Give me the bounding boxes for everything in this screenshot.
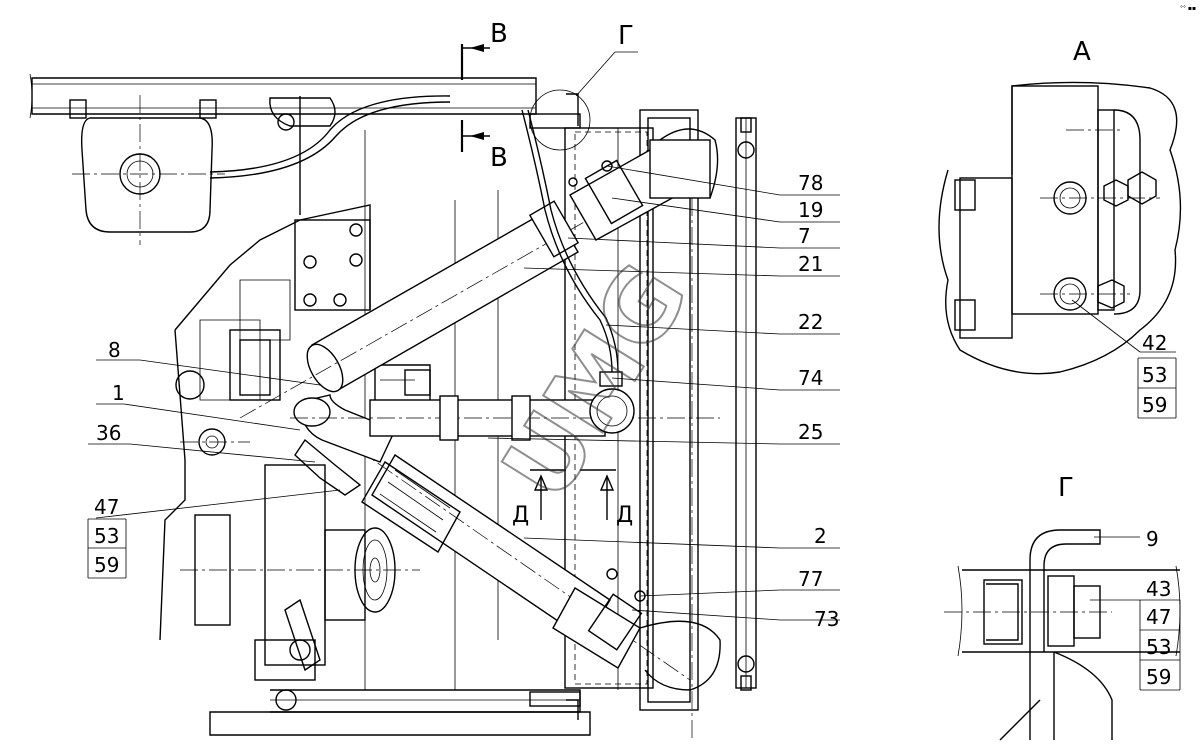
view-g: Г 9 43 47 53 59 — [944, 473, 1181, 741]
view-g-stack-47: 47 — [1146, 605, 1171, 629]
main-view: Д Д B B Г UMG — [29, 19, 840, 740]
expansion-tank — [69, 95, 451, 245]
callout-73: 73 — [814, 607, 839, 631]
section-b-cut: B B — [460, 19, 508, 173]
view-g-stack-53: 53 — [1146, 635, 1171, 659]
main-stack-47: 47 — [94, 495, 119, 519]
view-a-stack-59: 59 — [1142, 393, 1167, 417]
callout-74: 74 — [798, 366, 823, 390]
view-g-stack-43: 43 — [1146, 577, 1171, 601]
view-a: А 42 53 59 — [938, 37, 1182, 419]
section-label-b-top: B — [490, 19, 508, 49]
callout-7: 7 — [798, 224, 811, 248]
main-stack-59: 59 — [94, 553, 119, 577]
view-a-stack-42: 42 — [1142, 331, 1167, 355]
upper-hose-21 — [239, 128, 719, 419]
section-label-b-bottom: B — [490, 143, 508, 173]
callout-8: 8 — [108, 338, 121, 362]
callout-19: 19 — [798, 198, 823, 222]
corner-marks: °° ▪▪ — [1180, 5, 1196, 12]
bottom-frame-rail — [209, 689, 591, 736]
view-a-stack-53: 53 — [1142, 363, 1167, 387]
detail-label-g-main: Г — [618, 21, 634, 51]
callouts-left: 8 1 36 47 53 59 — [87, 338, 341, 579]
section-mark-right: Д — [616, 503, 633, 528]
callout-78: 78 — [798, 171, 823, 195]
detail-g-marker: Г — [529, 21, 638, 151]
callout-1: 1 — [112, 381, 125, 405]
section-mark-left: Д — [512, 503, 529, 528]
pipe-25 — [290, 388, 720, 496]
section-marks: Д Д — [512, 469, 633, 528]
callout-21: 21 — [798, 252, 823, 276]
callout-22: 22 — [798, 310, 823, 334]
callout-36: 36 — [96, 421, 121, 445]
main-stack-53: 53 — [94, 524, 119, 548]
lower-hose-2 — [329, 429, 721, 691]
engine-block — [159, 204, 431, 711]
top-frame-rail — [29, 73, 537, 119]
callout-25: 25 — [798, 420, 823, 444]
view-g-label: Г — [1058, 473, 1074, 503]
view-g-part-9: 9 — [1146, 527, 1159, 551]
callouts-right: 78 19 7 21 22 74 25 2 77 73 — [487, 165, 840, 631]
view-g-stack-59: 59 — [1146, 665, 1171, 689]
view-a-label: А — [1073, 37, 1091, 67]
callout-2: 2 — [814, 524, 827, 548]
callout-77: 77 — [798, 567, 823, 591]
